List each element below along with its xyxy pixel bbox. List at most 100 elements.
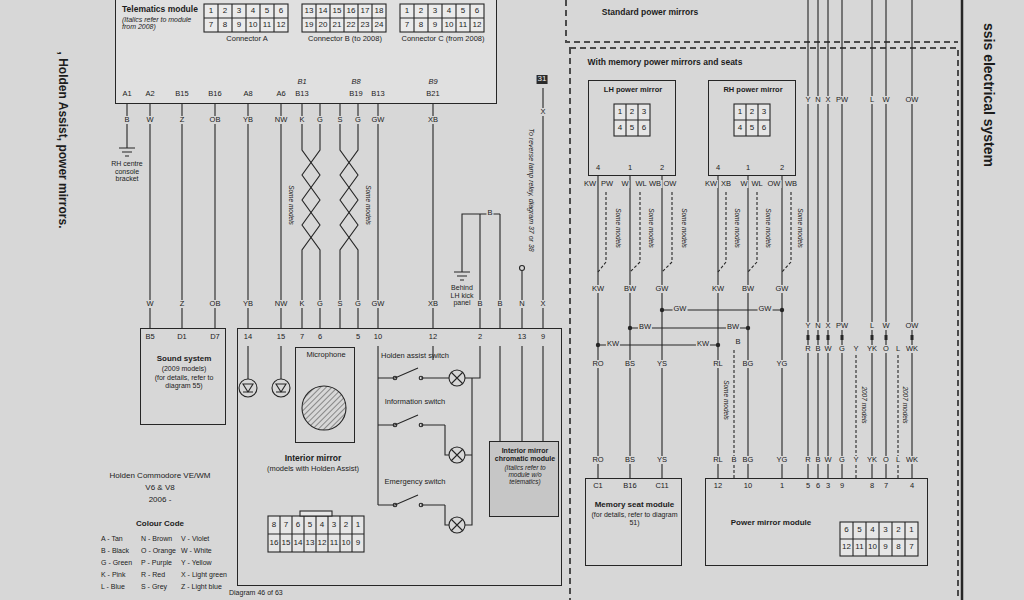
pin-number: 2 xyxy=(895,526,901,535)
wire-colour: G xyxy=(316,300,324,308)
text-holder: Power mirror module xyxy=(716,519,826,529)
label-anchor: Colour Code xyxy=(135,520,185,529)
wire-colour: GW xyxy=(371,116,386,124)
wire-line xyxy=(808,0,912,478)
colour-code: V - Violet xyxy=(180,535,210,543)
label-anchor: K xyxy=(298,116,305,124)
label-anchor: 10 xyxy=(341,539,352,548)
outline-rect xyxy=(300,511,332,516)
label-anchor: 6 xyxy=(317,333,323,341)
colour-code: A - Tan xyxy=(100,535,124,543)
label-anchor: Standard power mirrors xyxy=(601,8,699,17)
label-anchor: 6 xyxy=(474,7,480,16)
wire-colour: RL xyxy=(712,456,724,464)
colour-code: L - Blue xyxy=(100,583,126,591)
component-circle xyxy=(419,503,423,507)
pin-number: 2 xyxy=(749,108,755,117)
node-title: Telematics module xyxy=(122,5,198,15)
label-anchor: 13 xyxy=(304,7,315,16)
pin-number: 4 xyxy=(617,124,623,133)
label-anchor: Some models xyxy=(764,207,771,249)
text-holder: LH power mirror xyxy=(591,86,675,95)
wire-colour: RO xyxy=(591,456,604,464)
pin-number: 2 xyxy=(222,7,228,16)
text-holder: Connector A xyxy=(201,35,293,44)
label-anchor: 9 xyxy=(540,333,546,341)
wire-colour: BS xyxy=(624,360,636,368)
colour-code: O - Orange xyxy=(140,547,177,555)
label-anchor: WB xyxy=(784,180,798,188)
wire-colour: PW xyxy=(835,322,849,330)
legend-title: Colour Code xyxy=(135,520,185,529)
label-anchor: 5 xyxy=(264,7,270,16)
pin-number: 8 xyxy=(418,21,424,30)
pin-number: 13 xyxy=(304,7,315,16)
pin-number: C1 xyxy=(592,482,604,490)
wire-colour: W xyxy=(881,96,890,104)
label-anchor: N - Brown xyxy=(140,535,173,543)
wire-connector xyxy=(781,176,782,478)
pin-number: 4 xyxy=(909,482,915,490)
label-anchor: 3 xyxy=(825,482,831,490)
label-anchor: 20 xyxy=(318,21,329,30)
wire-colour: GW xyxy=(775,285,790,293)
pin-number: 6 xyxy=(278,7,284,16)
pin-number: 15 xyxy=(332,7,343,16)
pin-number: 5 xyxy=(629,124,635,133)
wire-colour: BW xyxy=(726,323,740,331)
node-title: Sound system xyxy=(144,355,224,364)
label-anchor: 3 xyxy=(236,7,242,16)
wire-line xyxy=(840,522,918,556)
variant-note: Some models xyxy=(733,207,740,249)
label-anchor: BW xyxy=(726,323,740,331)
pin-number: 10 xyxy=(444,21,455,30)
label-anchor: W xyxy=(739,180,748,188)
pin-number: 20 xyxy=(318,21,329,30)
pin-number: 5 xyxy=(460,7,466,16)
label-anchor: GW xyxy=(655,285,670,293)
label-anchor: 11 xyxy=(854,543,864,552)
pin-id: B1 xyxy=(296,78,307,86)
wire-colour: K xyxy=(298,116,305,124)
label-anchor: 19 xyxy=(304,21,315,30)
label-anchor: 12 xyxy=(276,21,287,30)
label-anchor: N xyxy=(814,96,821,104)
label-anchor: R xyxy=(804,345,811,353)
destination-note: To reverse lamp relay, diagram 37 or 38 xyxy=(527,127,535,252)
pin-number: 3 xyxy=(641,108,647,117)
region-title: With memory power mirrors and seats xyxy=(587,58,744,67)
ground-note: RH centre console bracket xyxy=(104,160,150,183)
page-number: Diagram 46 of 63 xyxy=(228,589,284,597)
label-anchor: 22 xyxy=(346,21,357,30)
pin-number: 3 xyxy=(331,521,337,530)
label-anchor: B xyxy=(734,338,741,346)
label-anchor: WL xyxy=(634,180,647,188)
pin-number: 7 xyxy=(208,21,214,30)
component-circle xyxy=(302,386,346,430)
wire-colour: GW xyxy=(371,300,386,308)
label-anchor: L - Blue xyxy=(100,583,126,591)
label-anchor: O xyxy=(882,456,890,464)
label-anchor: KW xyxy=(704,180,718,188)
pin-number: 10 xyxy=(743,482,753,490)
label-anchor: 14 xyxy=(293,539,304,548)
wire-colour: S xyxy=(336,300,343,308)
pin-number: 4 xyxy=(715,164,721,172)
label-anchor: Z xyxy=(179,300,186,308)
wire-colour: YK xyxy=(866,456,878,464)
wire-colour: W xyxy=(823,345,832,353)
label-anchor: O - Orange xyxy=(140,547,177,555)
label-anchor: 7 xyxy=(404,21,410,30)
colour-code: X - Light green xyxy=(180,571,228,579)
pin-number: 7 xyxy=(404,21,410,30)
label-anchor: X xyxy=(539,300,546,308)
outline-rect xyxy=(734,104,770,136)
label-anchor: RH centre console bracket xyxy=(104,160,150,183)
pin-number: 9 xyxy=(882,543,888,552)
label-anchor: ssis electrical system xyxy=(980,22,995,168)
pin-number: 6 xyxy=(761,124,767,133)
wire-line xyxy=(454,214,500,328)
label-anchor: A6 xyxy=(275,90,286,98)
wire-connector xyxy=(597,176,598,478)
label-anchor: OW xyxy=(905,322,920,330)
